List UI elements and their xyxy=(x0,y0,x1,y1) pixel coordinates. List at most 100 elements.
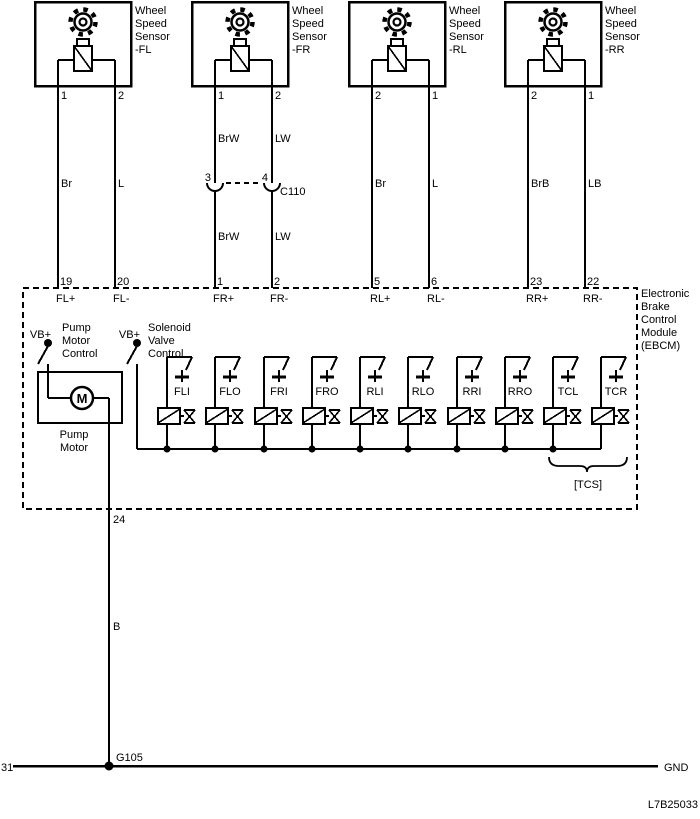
ground-icon xyxy=(272,370,286,382)
bus-junction-dot xyxy=(501,445,509,453)
pump-motor-label-line: Motor xyxy=(60,442,88,454)
ground-icon xyxy=(368,370,382,382)
solenoid-label: FRO xyxy=(315,386,339,398)
bus-junction-dot xyxy=(260,445,268,453)
solenoid-channel-rli: RLI xyxy=(350,356,389,453)
tcs-brace xyxy=(548,456,628,473)
valve-icon xyxy=(328,409,341,424)
pump-motor-box xyxy=(37,371,123,424)
ebcm-pin-label: FL- xyxy=(113,293,130,305)
ground-left-pin-label: 31 xyxy=(1,762,13,774)
gear-teeth xyxy=(538,7,568,37)
ebcm-label-line: (EBCM) xyxy=(641,340,680,352)
bus-junction-dot xyxy=(453,445,461,453)
ground-icon xyxy=(513,370,527,382)
ebcm-pin-number: 2 xyxy=(274,276,280,288)
g105-label: G105 xyxy=(116,752,143,764)
solenoid-coil-diagonal xyxy=(205,408,229,424)
valve-icon xyxy=(280,409,293,424)
connector-half-icon xyxy=(206,182,224,192)
sensor-name-line: Wheel xyxy=(449,5,480,17)
tcs-group: [TCS] xyxy=(548,456,628,491)
bus-junction-dot xyxy=(404,445,412,453)
channel-switch-blade xyxy=(185,356,193,371)
ebcm-pin-number: 5 xyxy=(374,276,380,288)
sensor-name-line: -FL xyxy=(135,44,152,56)
sensor-name-line: Sensor xyxy=(135,31,170,43)
pump-control-label-line: Pump xyxy=(62,322,91,334)
sensor-name-line: Speed xyxy=(135,18,167,30)
solenoid-coil-diagonal xyxy=(254,408,278,424)
solenoid-channel-rri: RRI xyxy=(447,356,486,453)
ebcm-module-label: Electronic Brake Control Module (EBCM) xyxy=(641,288,690,352)
gear-icon xyxy=(68,7,98,37)
sensor-name-line: -FR xyxy=(292,44,310,56)
solenoid-channel-fri: FRI xyxy=(254,356,293,453)
ground-icon xyxy=(175,370,189,382)
solenoid-channel-tcl: TCL xyxy=(543,356,582,453)
pump-control-label-line: Control xyxy=(62,348,97,360)
sensor-name-line: Wheel xyxy=(292,5,323,17)
gear-hole xyxy=(392,17,402,27)
pump-control-label-line: Motor xyxy=(62,335,90,347)
gear-hole xyxy=(548,17,558,27)
sensor-pin-number: 1 xyxy=(588,90,594,102)
solenoid-control-label-line: Valve xyxy=(148,335,175,347)
solenoid-coil-diagonal xyxy=(302,408,326,424)
ebcm-pin-number: 19 xyxy=(60,276,72,288)
sensor-pin-number: 2 xyxy=(531,90,537,102)
sensor-name-line: Speed xyxy=(449,18,481,30)
ebcm-label-line: Electronic xyxy=(641,288,690,300)
solenoid-label: FRI xyxy=(270,386,288,398)
pump-motor-circuit: VB+ Pump Motor Control M Pump Motor 24 B xyxy=(30,322,125,766)
ground-wire-color-label: B xyxy=(113,621,120,633)
solenoid-channel-fro: FRO xyxy=(302,356,341,453)
sensor-pin-number: 1 xyxy=(432,90,438,102)
gear-teeth xyxy=(225,7,255,37)
ground-icon xyxy=(320,370,334,382)
ebcm-pin-label: RR+ xyxy=(526,293,548,305)
channel-switch-blade xyxy=(426,356,434,371)
solenoid-control-label-line: Control xyxy=(148,348,183,360)
sensor-name-line: Sensor xyxy=(292,31,327,43)
ebcm-pin-number: 23 xyxy=(530,276,542,288)
gear-hole xyxy=(78,17,88,27)
bus-junction-dot xyxy=(163,445,171,453)
channel-switch-blade xyxy=(282,356,290,371)
gear-teeth xyxy=(68,7,98,37)
ebcm-pin-label: RL- xyxy=(427,293,445,305)
solenoid-power-junction-dot xyxy=(133,339,141,347)
sensor-name-line: Wheel xyxy=(135,5,166,17)
channel-switch-blade xyxy=(378,356,386,371)
bus-junction-dot xyxy=(211,445,219,453)
gear-icon xyxy=(382,7,412,37)
ebcm-pin-label: FR- xyxy=(270,293,289,305)
solenoid-coil-diagonal xyxy=(543,408,567,424)
sensor-pin-number: 1 xyxy=(61,90,67,102)
valve-icon xyxy=(473,409,486,424)
wire-color-label: BrB xyxy=(531,178,549,190)
ground-icon xyxy=(465,370,479,382)
ebcm-pin-number: 20 xyxy=(117,276,129,288)
motor-symbol-letter: M xyxy=(77,391,88,406)
ground-rail: 31 G105 GND xyxy=(1,752,689,774)
solenoid-label: TCL xyxy=(558,386,579,398)
solenoid-channel-flo: FLO xyxy=(205,356,244,453)
solenoid-control-label-line: Solenoid xyxy=(148,322,191,334)
sensor-name-line: Sensor xyxy=(449,31,484,43)
sensor-pin-number: 2 xyxy=(275,90,281,102)
pump-motor-label-line: Pump xyxy=(60,429,89,441)
solenoid-channel-rlo: RLO xyxy=(398,356,437,453)
gear-teeth xyxy=(382,7,412,37)
bus-junction-dot xyxy=(356,445,364,453)
solenoid-coil-diagonal xyxy=(350,408,374,424)
ebcm-pin-label: RR- xyxy=(583,293,603,305)
channel-switch-blade xyxy=(523,356,531,371)
connector-id-label: C110 xyxy=(280,186,305,198)
sensor-element-diagonal xyxy=(387,45,407,72)
solenoid-vbplus-label: VB+ xyxy=(119,329,140,341)
